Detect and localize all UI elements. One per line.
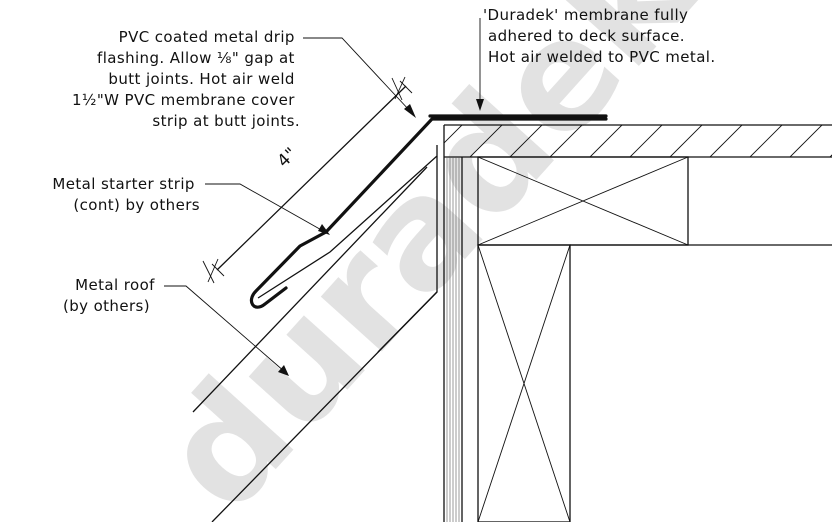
deck-hatch-line [629, 125, 663, 157]
deck-hatch-line [589, 125, 623, 157]
membrane-arrowhead [476, 99, 484, 111]
metal-roof-line [211, 291, 438, 522]
starter-strip-note: Metal starter strip (cont) by others [52, 175, 200, 214]
deck-hatch-line [509, 125, 543, 157]
deck-hatch-line [709, 125, 743, 157]
drip-flashing-note: PVC coated metal drip flashing. Allow ⅛"… [72, 28, 300, 130]
roof-arrowhead [278, 365, 289, 376]
deck-hatch-line [549, 125, 583, 157]
dimension-label: 4" [274, 144, 302, 172]
deck-hatch-line [749, 125, 783, 157]
deck-hatch-line [469, 125, 503, 157]
metal-starter-strip [257, 145, 438, 299]
starter-arrowhead [318, 224, 330, 235]
flashing-arrowhead [404, 104, 416, 118]
deck-structure [443, 124, 832, 522]
fascia-hatch [446, 157, 460, 522]
leaders [164, 18, 481, 373]
deck-hatch-line [669, 125, 703, 157]
metal-roof-note: Metal roof (by others) [63, 276, 160, 315]
deck-hatch-line [444, 125, 463, 144]
deck-hatch-line [789, 125, 823, 157]
membrane-note: 'Duradek' membrane fully adhered to deck… [483, 6, 716, 66]
deck-hatch [444, 125, 832, 157]
pvc-drip-flashing [249, 117, 608, 309]
metal-roof-upper-line [192, 166, 428, 413]
